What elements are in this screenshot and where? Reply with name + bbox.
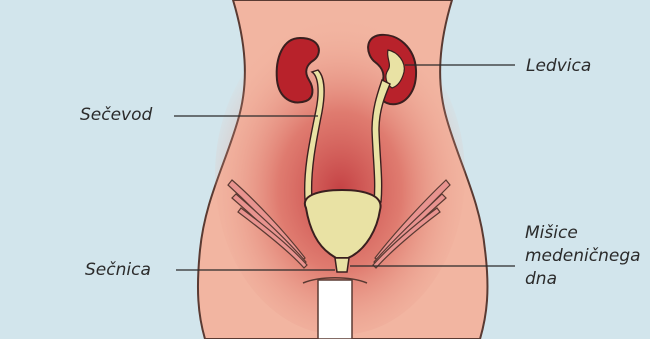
- diagram-panel: Ledvica Sečevod Sečnica Mišice medenične…: [0, 0, 650, 339]
- leg-gap: [318, 280, 352, 339]
- label-pelvic-line-3: dna: [525, 268, 641, 291]
- urethra: [335, 258, 349, 272]
- label-ureter: Sečevod: [80, 104, 152, 127]
- label-kidney: Ledvica: [526, 55, 591, 78]
- label-urethra: Sečnica: [85, 259, 151, 282]
- label-pelvic-line-1: Mišice: [525, 222, 641, 245]
- label-pelvic-line-2: medeničnega: [525, 245, 641, 268]
- label-pelvic-floor-muscles: Mišice medeničnega dna: [525, 222, 641, 291]
